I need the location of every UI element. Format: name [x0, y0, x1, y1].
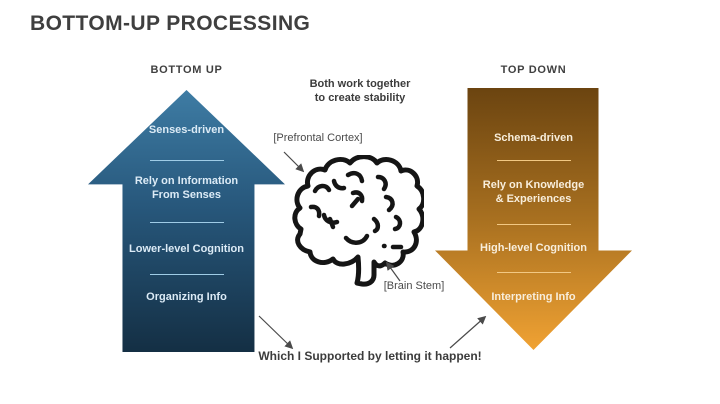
- bottom-up-item-2: Rely on Information From Senses: [88, 174, 285, 202]
- divider-line: [149, 222, 224, 223]
- bottom-up-item-3: Lower-level Cognition: [129, 243, 244, 255]
- top-down-arrow: Schema-driven Rely on Knowledge & Experi…: [435, 88, 632, 350]
- footer-note: Which I Supported by letting it happen!: [258, 349, 482, 363]
- top-down-item-2-line1: Rely on Knowledge: [482, 179, 585, 191]
- prefrontal-cortex-label: [Prefrontal Cortex]: [273, 132, 363, 144]
- brain-outline-icon: [292, 155, 424, 287]
- divider-line: [496, 224, 571, 225]
- center-caption-line2: to create stability: [314, 92, 406, 104]
- top-down-item-1: Schema-driven: [494, 132, 573, 144]
- divider-line: [496, 160, 571, 161]
- divider-line: [149, 160, 224, 161]
- bottom-up-item-4: Organizing Info: [146, 291, 227, 303]
- center-caption-line1: Both work together: [309, 78, 411, 90]
- center-caption: Both work together to create stability: [295, 77, 425, 105]
- top-down-item-4: Interpreting Info: [491, 291, 576, 303]
- brain-stem-label: [Brain Stem]: [383, 280, 445, 292]
- top-down-heading: TOP DOWN: [500, 64, 567, 76]
- bottom-up-heading: BOTTOM UP: [150, 64, 223, 76]
- bottom-up-arrow: Senses-driven Rely on Information From S…: [88, 90, 285, 352]
- top-down-item-2: Rely on Knowledge & Experiences: [435, 178, 632, 206]
- page-title: BOTTOM-UP PROCESSING: [30, 12, 311, 35]
- top-down-item-2-line2: & Experiences: [495, 193, 572, 205]
- top-down-item-3: High-level Cognition: [480, 242, 587, 254]
- bottomup-to-note-arrow: [258, 315, 294, 350]
- divider-line: [496, 272, 571, 273]
- bottom-up-item-2-line2: From Senses: [151, 189, 222, 201]
- divider-line: [149, 274, 224, 275]
- bottom-up-item-2-line1: Rely on Information: [134, 175, 239, 187]
- note-to-topdown-arrow: [449, 315, 487, 349]
- bottom-up-item-1: Senses-driven: [148, 124, 225, 136]
